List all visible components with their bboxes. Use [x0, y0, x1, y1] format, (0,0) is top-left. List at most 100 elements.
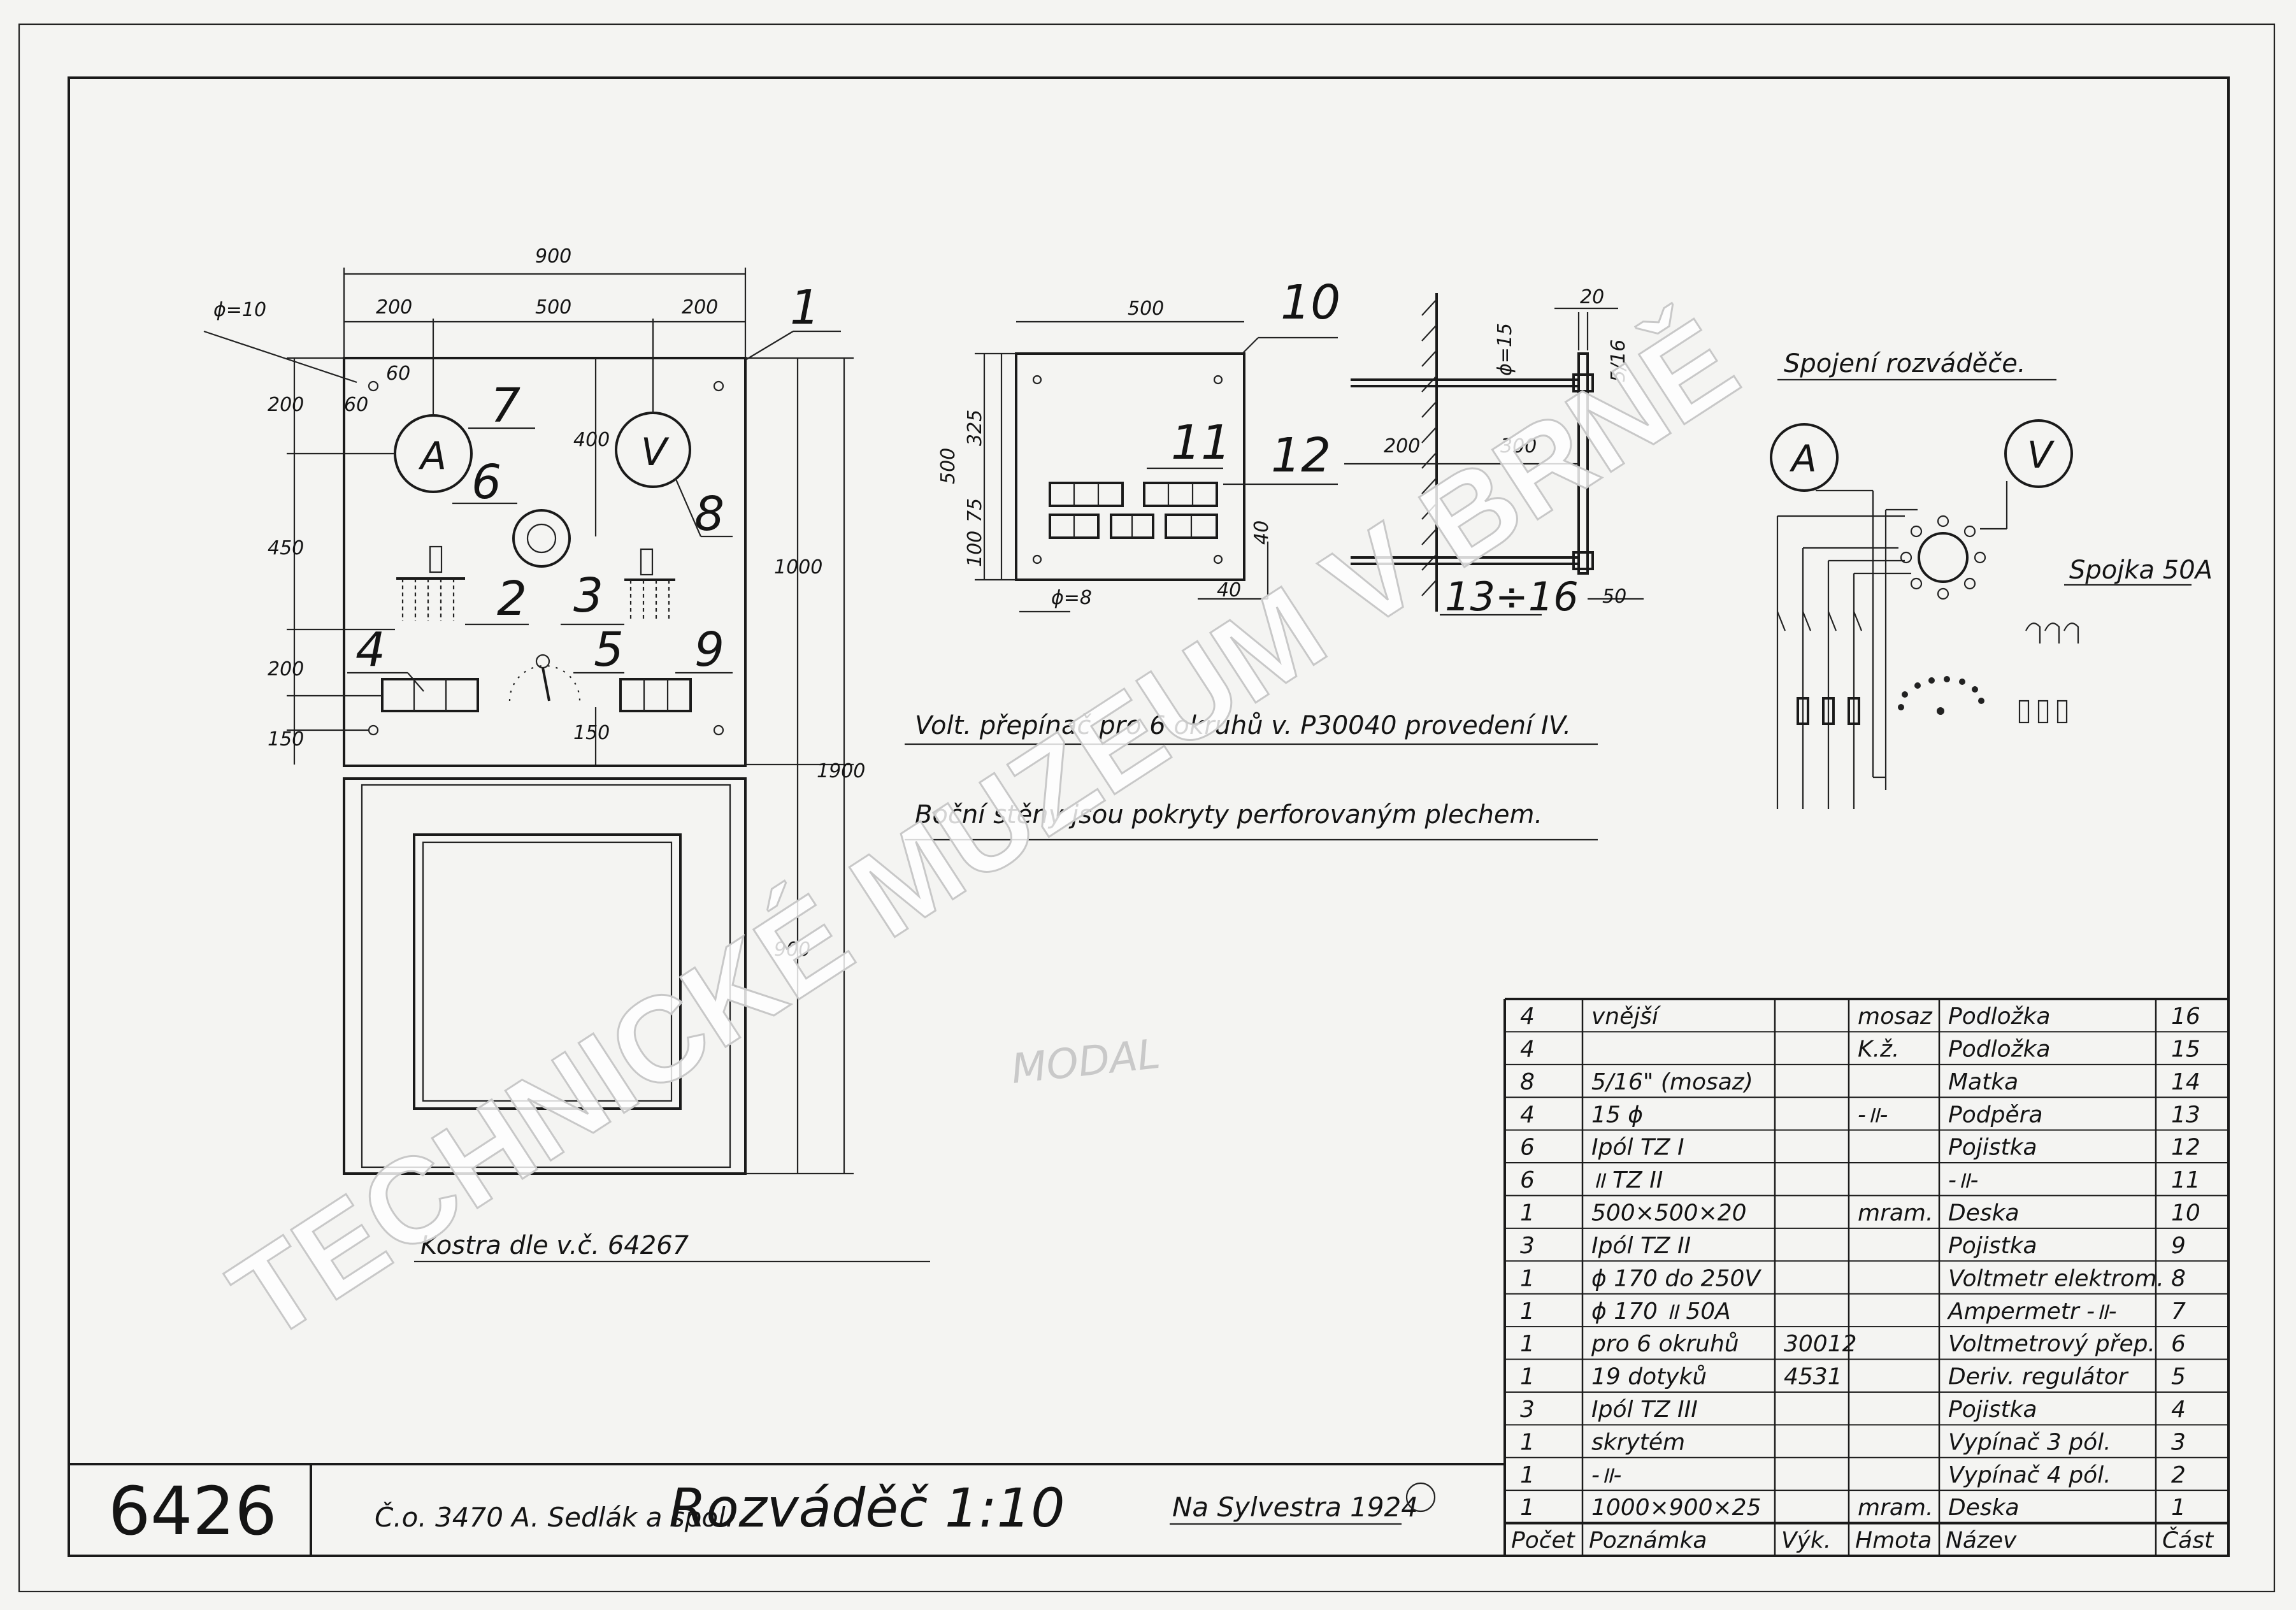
table-cell-name: Podložka — [1948, 1003, 2050, 1030]
item-label-1: 1 — [790, 280, 820, 335]
table-header-execution: Výk. — [1781, 1528, 1831, 1554]
table-cell-material: -॥- — [1858, 1102, 1888, 1128]
wiring-voltmeter — [2004, 419, 2073, 488]
plate-dim-width: 500 — [1128, 298, 1164, 320]
frame-note: Kostra dle v.č. 64267 — [420, 1231, 689, 1260]
lower-door-inner — [422, 841, 673, 1102]
table-cell-name: Voltmetr elektrom. — [1948, 1265, 2164, 1291]
table-cell-note: 500×500×20 — [1591, 1200, 1747, 1226]
table-cell-name: Ampermetr -॥- — [1947, 1298, 2117, 1325]
item-label-10: 10 — [1281, 275, 1340, 330]
dim-right: 200 — [682, 296, 718, 319]
table-cell-name: Pojistka — [1948, 1233, 2037, 1259]
lower-door — [413, 833, 682, 1110]
table-cell-execution: 30012 — [1784, 1331, 1857, 1357]
table-cell-count: 3 — [1520, 1233, 1535, 1259]
table-cell-name: Deska — [1948, 1495, 2020, 1521]
voltmeter-switch-knob — [526, 523, 557, 554]
table-cell-count: 4 — [1520, 1003, 1535, 1030]
table-cell-note: pro 6 okruhů — [1591, 1331, 1739, 1357]
table-cell-note: Ipól TZ I — [1591, 1135, 1684, 1161]
dim-left: 200 — [376, 296, 412, 319]
table-cell-material: mosaz — [1858, 1003, 1933, 1030]
table-cell-count: 1 — [1520, 1200, 1535, 1226]
item-label-7: 7 — [491, 378, 520, 433]
regulator-contacts — [1898, 676, 1984, 715]
item-label-12: 12 — [1271, 428, 1331, 483]
item-label-3: 3 — [573, 568, 603, 623]
table-cell-part: 11 — [2171, 1167, 2200, 1193]
table-cell-name: Pojistka — [1948, 1135, 2037, 1161]
table-cell-count: 3 — [1520, 1397, 1535, 1423]
table-header-count: Počet — [1511, 1528, 1576, 1554]
table-cell-count: 4 — [1520, 1102, 1535, 1128]
front-view: A V — [203, 245, 930, 1263]
table-cell-note: ϕ 170 ॥ 50A — [1591, 1298, 1731, 1325]
table-cell-part: 6 — [2171, 1331, 2186, 1357]
table-cell-count: 1 — [1520, 1429, 1535, 1455]
table-cell-count: 6 — [1520, 1167, 1535, 1193]
section-dim-516: 5/16 — [1607, 340, 1630, 382]
section-dim-15: ϕ=15 — [1494, 323, 1516, 376]
table-cell-count: 4 — [1520, 1036, 1535, 1062]
table-cell-count: 1 — [1520, 1298, 1535, 1325]
table-cell-part: 5 — [2171, 1364, 2186, 1390]
table-header-part: Část — [2162, 1527, 2214, 1554]
dim-60a: 60 — [344, 394, 368, 416]
wiring-diagram: Spojení rozváděče. A V — [1770, 349, 2213, 809]
item-label-2: 2 — [497, 571, 527, 626]
fuses-right — [619, 678, 692, 712]
ammeter-letter: A — [418, 434, 447, 478]
item-label-11: 11 — [1171, 415, 1231, 470]
table-cell-count: 8 — [1520, 1069, 1535, 1095]
dim-middle: 500 — [535, 296, 571, 319]
plate-fuses-right-top — [1143, 482, 1218, 507]
table-cell-part: 15 — [2171, 1036, 2200, 1062]
table-cell-part: 10 — [2171, 1200, 2200, 1226]
section-dim-50: 50 — [1602, 586, 1626, 608]
coupler-label: Spojka 50A — [2069, 556, 2213, 585]
table-header-name: Název — [1946, 1528, 2017, 1554]
section-dim-20: 20 — [1580, 286, 1604, 308]
plate-fuses-left-top — [1049, 482, 1124, 507]
mount-hole-tl — [368, 380, 379, 392]
lower-panel — [343, 777, 747, 1175]
table-cell-part: 8 — [2171, 1265, 2186, 1291]
table-cell-part: 9 — [2171, 1233, 2186, 1259]
table-cell-part: 14 — [2171, 1069, 2200, 1095]
mount-hole-tr — [713, 380, 724, 392]
table-cell-count: 1 — [1520, 1265, 1535, 1291]
upper-panel — [343, 357, 747, 767]
table-cell-part: 2 — [2171, 1462, 2186, 1488]
note-sides: Boční stěny jsou pokryty perforovaným pl… — [915, 800, 1542, 830]
table-cell-note: Ipól TZ III — [1591, 1397, 1698, 1423]
table-cell-note: 5/16" (mosaz) — [1591, 1069, 1753, 1095]
dim-h900: 900 — [774, 938, 810, 961]
section-view: 20 5/16 ϕ=15 200 300 50 13÷16 — [1344, 286, 1644, 620]
wiring-ammeter-letter: A — [1789, 437, 1817, 480]
regulator — [508, 654, 581, 701]
parts-table — [1503, 998, 2230, 1557]
plate-outline — [1015, 352, 1245, 581]
mount-hole-br — [713, 724, 724, 736]
wiring-ammeter — [1770, 423, 1839, 492]
table-cell-name: -॥- — [1948, 1167, 1979, 1193]
table-cell-name: Podložka — [1948, 1036, 2050, 1062]
table-cell-part: 4 — [2171, 1397, 2186, 1423]
table-cell-name: Matka — [1948, 1069, 2018, 1095]
plate-dim-100: 100 — [964, 531, 986, 567]
table-cell-name: Deska — [1948, 1200, 2020, 1226]
faint-pencil-text: MODAL — [1009, 1031, 1163, 1093]
dim-total-width: 900 — [535, 245, 571, 268]
table-cell-material: mram. — [1858, 1200, 1933, 1226]
mount-hole-bl — [368, 724, 379, 736]
table-cell-count: 6 — [1520, 1135, 1535, 1161]
table-cell-part: 1 — [2171, 1495, 2186, 1521]
table-cell-part: 13 — [2171, 1102, 2200, 1128]
dim-h1000: 1000 — [774, 556, 822, 579]
drawing-title: Rozváděč 1:10 — [669, 1477, 1065, 1539]
dim-h450: 450 — [268, 537, 304, 559]
order-number: Č.o. 3470 A. Sedlák a spol. — [375, 1501, 734, 1533]
